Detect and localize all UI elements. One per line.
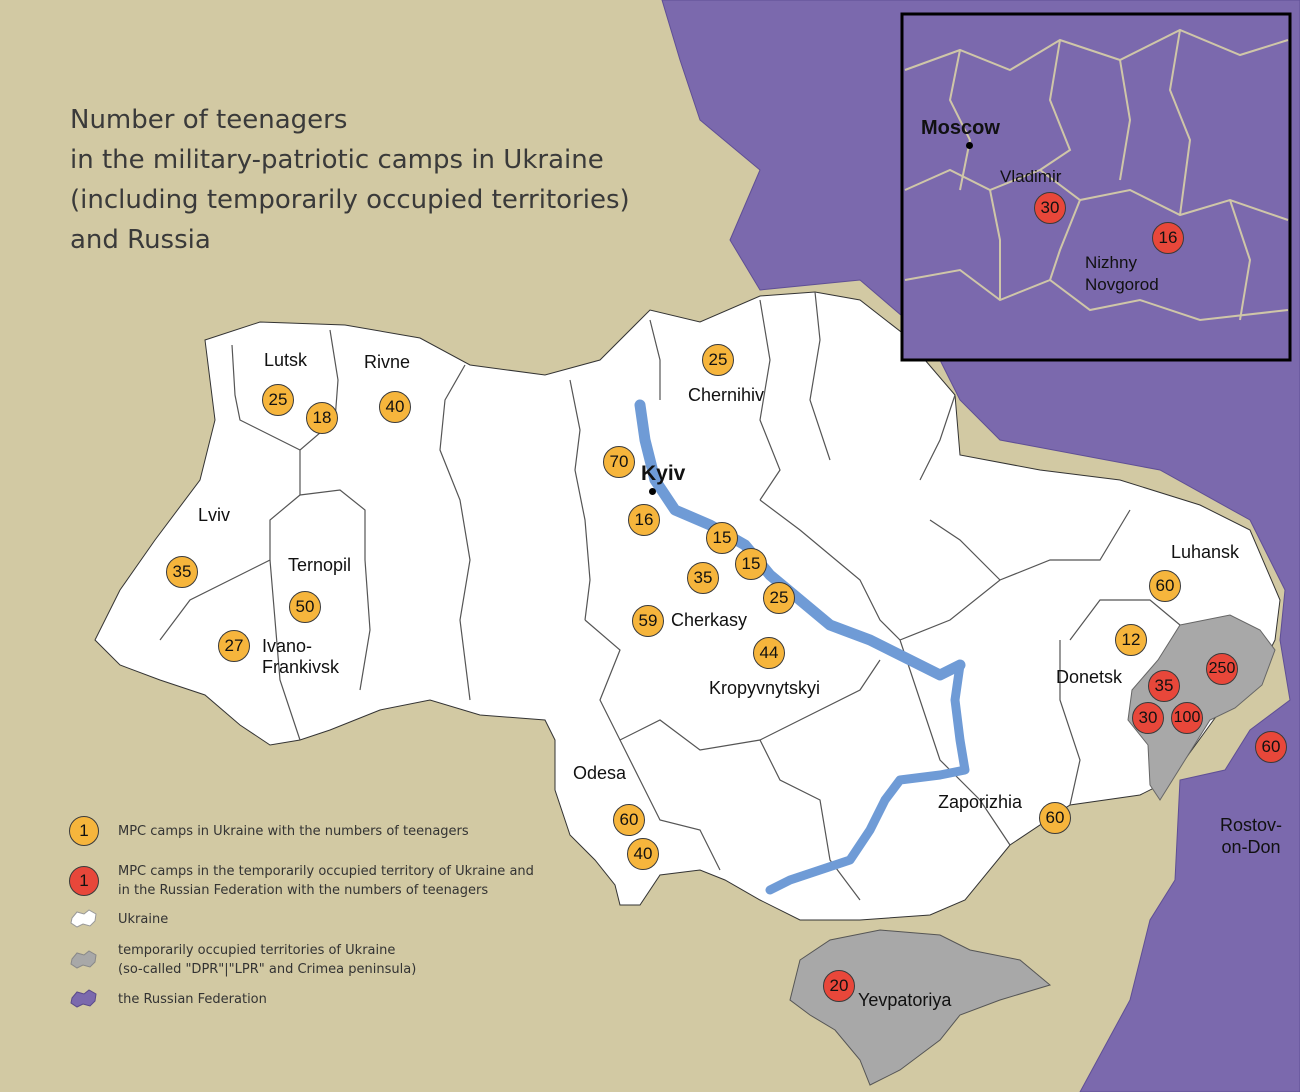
camp-badge-kropyvnytskyi: 44 (753, 637, 785, 669)
moscow-city-dot (966, 142, 973, 149)
camp-badge-lutsk: 25 (262, 384, 294, 416)
dnipro-river (634, 399, 966, 681)
label-ivano-frankivsk: Ivano- Frankivsk (262, 636, 339, 678)
label-nizhny-novgorod: Nizhny Novgorod (1085, 252, 1159, 296)
label-line: Nizhny (1085, 253, 1137, 272)
label-kropyvnytskyi: Kropyvnytskyi (709, 678, 821, 698)
dnipro-lower-river (765, 660, 970, 895)
legend-item-ukraine: Ukraine (62, 908, 168, 930)
camp-badge-ternopil: 50 (289, 591, 321, 623)
legend-text: MPC camps in Ukraine with the numbers of… (118, 823, 469, 839)
camp-badge-occupied-luhansk: 250 (1206, 653, 1238, 685)
label-ternopil: Ternopil (288, 555, 352, 575)
occupied-east-territory (1127, 614, 1276, 801)
legend-text: the Russian Federation (118, 991, 267, 1007)
label-rostov-on-don: Rostov- on-Don (1220, 814, 1282, 858)
camp-badge-zaporizhia: 60 (1039, 802, 1071, 834)
title-line: and Russia (70, 225, 211, 255)
legend-text: (so-called "DPR"|"LPR" and Crimea penins… (118, 962, 417, 977)
camp-badge-donetsk: 12 (1115, 624, 1147, 656)
kyiv-city-dot (649, 488, 656, 495)
label-kyiv: Kyiv (641, 462, 686, 485)
camp-badge-occupied-donetsk: 35 (1148, 670, 1180, 702)
title-line: Number of teenagers (70, 105, 348, 135)
camp-badge-odesa: 40 (627, 838, 659, 870)
camp-badge-vladimir: 30 (1034, 192, 1066, 224)
label-moscow: Moscow (921, 117, 1000, 139)
label-zaporizhia: Zaporizhia (938, 792, 1023, 812)
camp-badge-crimea: 20 (823, 970, 855, 1002)
label-rivne: Rivne (364, 352, 411, 372)
label-line: Novgorod (1085, 275, 1159, 294)
title-line: in the military-patriotic camps in Ukrai… (70, 145, 604, 175)
camp-badge-occupied-donetsk: 100 (1171, 702, 1203, 734)
camp-badge-kyiv: 15 (706, 522, 738, 554)
ukraine-swatch-icon (70, 909, 97, 928)
legend-text: temporarily occupied territories of Ukra… (118, 943, 396, 958)
legend-text: MPC camps in the temporarily occupied te… (118, 864, 534, 879)
map-title: Number of teenagers in the military-patr… (70, 100, 710, 260)
camp-badge-cherkasy: 35 (687, 562, 719, 594)
camp-badge-kyiv: 70 (603, 446, 635, 478)
legend-item-ukraine-camps: 1 MPC camps in Ukraine with the numbers … (62, 816, 469, 846)
camp-badge-cherkasy: 59 (632, 605, 664, 637)
label-vladimir: Vladimir (1000, 167, 1062, 186)
legend-red-badge: 1 (69, 866, 99, 896)
label-luhansk: Luhansk (1171, 542, 1240, 562)
label-donetsk: Donetsk (1056, 667, 1123, 687)
legend-yellow-badge: 1 (69, 816, 99, 846)
label-line: Ivano- (262, 636, 313, 656)
label-chernihiv: Chernihiv (688, 385, 765, 405)
inset-map-frame (900, 12, 1292, 362)
crimea-territory (789, 929, 1052, 1086)
label-line: Frankivsk (262, 657, 340, 677)
camp-badge-kyiv: 16 (628, 504, 660, 536)
legend-text: in the Russian Federation with the numbe… (118, 883, 489, 898)
occupied-swatch-icon (70, 950, 97, 969)
russia-swatch-icon (70, 989, 97, 1008)
legend-item-occupied-russia-camps: 1 MPC camps in the temporarily occupied … (62, 862, 534, 900)
region-borders (159, 291, 1181, 901)
camp-badge-odesa: 60 (613, 804, 645, 836)
camp-badge-luhansk: 60 (1149, 570, 1181, 602)
camp-badge-nizhny-novgorod: 16 (1152, 222, 1184, 254)
label-odesa: Odesa (573, 763, 627, 783)
camp-badge-chernihiv: 25 (702, 344, 734, 376)
camp-badge-rostov: 60 (1255, 731, 1287, 763)
label-yevpatoriya: Yevpatoriya (858, 990, 952, 1010)
label-cherkasy: Cherkasy (671, 610, 748, 630)
legend-text: Ukraine (118, 911, 169, 927)
label-line: Rostov- (1220, 815, 1283, 835)
camp-badge-cherkasy: 15 (735, 548, 767, 580)
camp-badge-occupied-donetsk: 30 (1132, 702, 1164, 734)
title-line: (including temporarily occupied territor… (70, 185, 630, 215)
camp-badge-cherkasy: 25 (763, 582, 795, 614)
label-lviv: Lviv (198, 505, 231, 525)
camp-badge-rivne: 40 (379, 391, 411, 423)
camp-badge-lviv: 35 (166, 556, 198, 588)
camp-badge-lutsk: 18 (306, 402, 338, 434)
label-lutsk: Lutsk (264, 350, 308, 370)
legend-item-occupied: temporarily occupied territories of Ukra… (62, 941, 416, 979)
camp-badge-ivano-frankivsk: 27 (218, 630, 250, 662)
label-line: on-Don (1221, 837, 1281, 857)
legend-item-russia: the Russian Federation (62, 988, 267, 1010)
